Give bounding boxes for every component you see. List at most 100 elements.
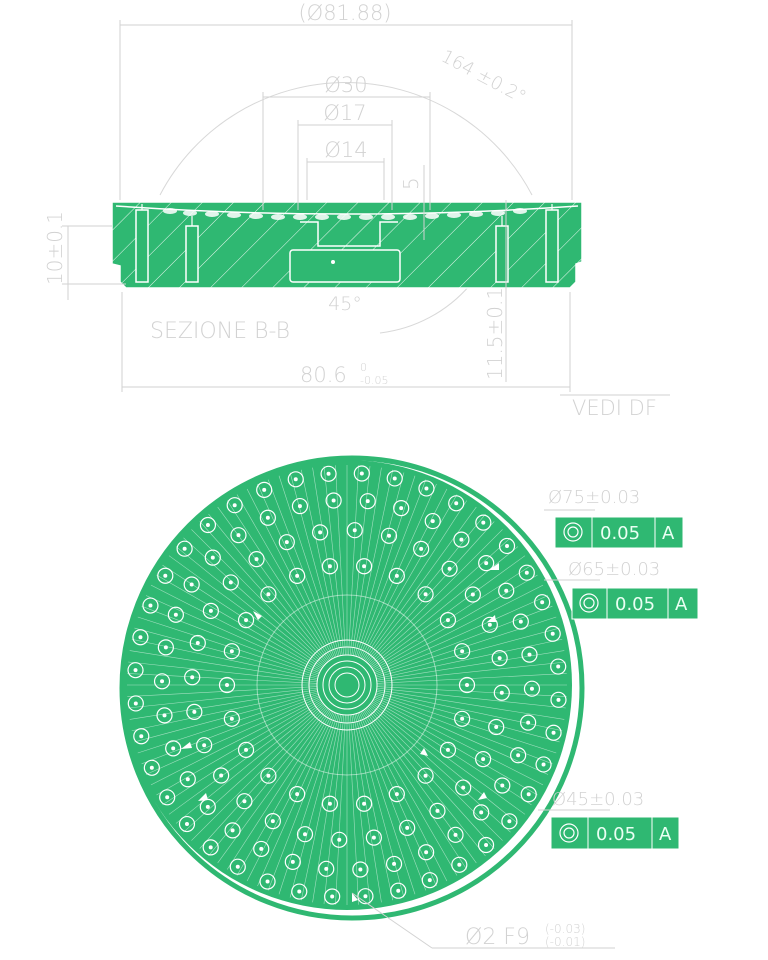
pin-hole [493, 684, 510, 701]
pin-hole [439, 612, 457, 629]
pin-hole [202, 839, 219, 856]
frame-1-label: Ø75±0.03 [548, 487, 640, 508]
pin-hole [365, 829, 382, 846]
pin-hole [417, 767, 434, 784]
pin-hole [321, 795, 339, 812]
pin-hole [153, 673, 171, 690]
hole-callout-tol-lower: (-0.01) [545, 935, 585, 949]
pin-hole [413, 540, 430, 557]
pin-hole [237, 612, 255, 629]
tolerance-frame-3: Ø45±0.03 0.05 A [550, 789, 680, 850]
pin-hole [520, 786, 537, 803]
dim-d17: Ø17 [323, 101, 366, 125]
pin-hole [224, 822, 241, 839]
pin-hole [178, 815, 196, 833]
frame-2-datum: A [675, 594, 688, 615]
pin-hole [498, 537, 516, 555]
pin-hole [196, 737, 213, 754]
pin-hole [324, 888, 341, 905]
pin-hole [550, 691, 567, 708]
pin-hole [439, 741, 457, 758]
hole-callout: Ø2 F9 (-0.03) (-0.01) [465, 922, 585, 950]
dim-height: 10±0.1 [43, 211, 67, 285]
pin-hole [458, 676, 476, 694]
pin-hole [278, 534, 295, 551]
dim-width-tol-upper: 0 [360, 361, 367, 374]
pin-hole [222, 574, 239, 591]
pin-hole [189, 634, 206, 652]
dim-width-tol-lower: -0.05 [360, 374, 388, 387]
pin-hole [418, 844, 435, 861]
frame-1-value: 0.05 [600, 523, 640, 544]
pin-hole [357, 888, 374, 905]
frame-2-value: 0.05 [615, 594, 655, 615]
pin-hole [284, 853, 301, 870]
pin-hole [318, 860, 335, 877]
pin-hole [353, 465, 370, 482]
pin-hole [167, 606, 184, 623]
tolerance-frame-2: Ø65±0.03 0.05 A [568, 559, 699, 620]
pin-hole [289, 567, 306, 584]
dim-d30: Ø30 [324, 73, 367, 97]
pin-hole [535, 756, 552, 773]
pin-hole [291, 497, 309, 515]
pin-hole [331, 831, 348, 848]
pin-hole [501, 813, 518, 830]
pin-hole [481, 616, 498, 633]
pin-hole [491, 650, 508, 667]
pin-hole [325, 492, 342, 509]
dim-total-height: 11.5±0.1 [483, 287, 507, 380]
pin-hole [183, 576, 200, 593]
dim-angle: 45° [328, 293, 362, 315]
pin-hole [417, 586, 434, 603]
pin-hole [260, 767, 277, 784]
pin-hole [544, 625, 561, 642]
pin-hole [464, 586, 481, 603]
pin-hole [359, 493, 376, 510]
pin-hole [388, 567, 405, 584]
pin-hole [380, 527, 398, 544]
pin-hole [475, 514, 492, 531]
pin-hole [421, 872, 438, 889]
hole-callout-tol-upper: (-0.03) [545, 922, 585, 936]
pin-hole [488, 718, 505, 736]
pin-hole [132, 629, 149, 646]
pin-hole [388, 786, 405, 803]
pin-hole [447, 826, 464, 843]
pin-hole [142, 597, 159, 614]
pin-hole [518, 564, 535, 581]
pin-hole [223, 710, 240, 727]
view-label: VEDI DF [572, 396, 657, 420]
pin-hole [478, 555, 495, 572]
pin-hole [346, 522, 363, 539]
pin-hole [159, 789, 176, 806]
pin-hole [260, 586, 277, 603]
pin-hole [248, 551, 265, 568]
pin-hole [230, 527, 247, 544]
pin-hole [259, 509, 276, 526]
pin-hole [512, 613, 529, 630]
pin-hole [199, 516, 217, 534]
pin-hole [229, 858, 246, 875]
pin-hole [454, 643, 471, 660]
pin-hole [179, 771, 196, 788]
section-title: SEZIONE B-B [150, 319, 290, 344]
pin-hole [454, 710, 471, 727]
pin-hole [289, 786, 306, 803]
pin-hole [157, 567, 174, 584]
pin-hole [534, 594, 551, 611]
pin-hole [259, 873, 276, 890]
pin-hole [521, 646, 538, 663]
pin-hole [355, 558, 373, 575]
pin-hole [399, 819, 416, 836]
pin-hole [320, 465, 337, 482]
pin-hole [393, 500, 410, 517]
pin-hole [186, 703, 203, 720]
pin-hole [424, 512, 441, 530]
section-view: (Ø81.88) 164 ±0.2° Ø30 Ø17 Ø14 5 10±0.1 … [43, 1, 670, 420]
dim-sphere-radius: 164 ±0.2° [438, 46, 530, 108]
dim-d14: Ø14 [324, 138, 367, 162]
pin-hole [218, 676, 236, 694]
pin-hole [133, 728, 150, 745]
pin-hole [520, 714, 537, 731]
